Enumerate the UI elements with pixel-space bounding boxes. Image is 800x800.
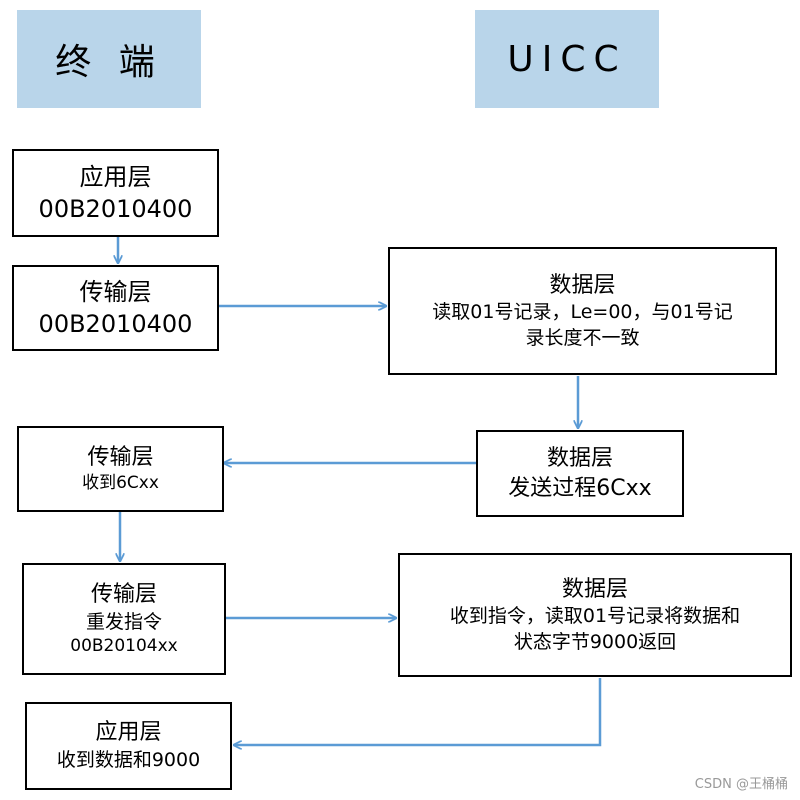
data-layer-box-3: 数据层 收到指令，读取01号记录将数据和 状态字节9000返回 (398, 553, 792, 677)
transport-layer-box-3: 传输层 重发指令 00B20104xx (22, 563, 226, 675)
transport-layer-box-1: 传输层 00B2010400 (12, 265, 219, 351)
box-text: 收到数据和9000 (56, 749, 201, 772)
box-title: 应用层 (95, 720, 162, 746)
app-layer-box-1: 应用层 00B2010400 (12, 149, 219, 237)
box-title: 传输层 (90, 581, 157, 607)
box-text-line2: 状态字节9000返回 (513, 630, 677, 653)
uicc-header-label: UICC (507, 38, 627, 80)
box-text-line1: 重发指令 (85, 610, 162, 633)
box-text-line1: 收到指令，读取01号记录将数据和 (449, 605, 741, 628)
box-text-line1: 读取01号记录，Le=00，与01号记 (432, 301, 733, 324)
box-command: 00B2010400 (38, 195, 193, 223)
app-layer-box-2: 应用层 收到数据和9000 (25, 702, 232, 790)
box-title: 数据层 (549, 272, 616, 298)
box-command: 00B2010400 (38, 310, 193, 338)
arrow-data3-to-app2 (234, 678, 602, 745)
box-title: 数据层 (561, 576, 628, 602)
terminal-header: 终 端 (17, 10, 201, 108)
terminal-header-label: 终 端 (55, 42, 163, 83)
box-title: 应用层 (79, 162, 152, 191)
uicc-header: UICC (475, 10, 659, 108)
data-layer-box-2: 数据层 发送过程6Cxx (476, 430, 684, 517)
transport-layer-box-2: 传输层 收到6Cxx (17, 426, 224, 512)
box-title: 传输层 (87, 444, 154, 470)
box-text: 收到6Cxx (82, 473, 159, 494)
box-title: 传输层 (79, 277, 152, 306)
watermark: CSDN @王桶桶 (694, 777, 788, 792)
data-layer-box-1: 数据层 读取01号记录，Le=00，与01号记 录长度不一致 (388, 247, 777, 375)
box-text-line2: 00B20104xx (70, 636, 178, 657)
box-text-line2: 录长度不一致 (525, 326, 640, 349)
box-text: 发送过程6Cxx (508, 475, 652, 501)
box-title: 数据层 (546, 445, 613, 471)
